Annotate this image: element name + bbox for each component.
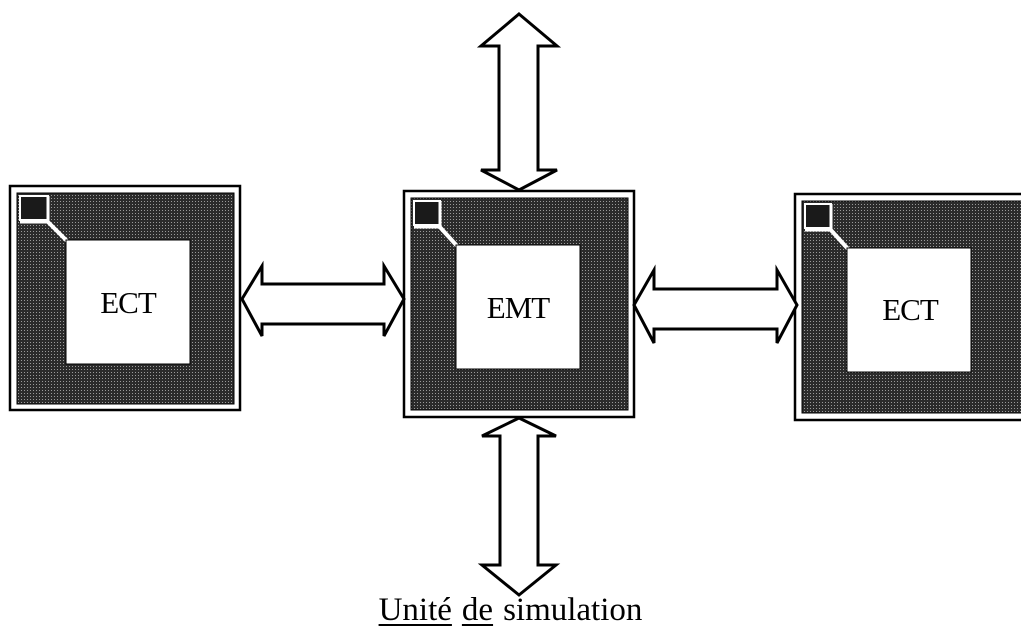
- chip-center: EMT: [402, 189, 636, 419]
- double-arrow-top: [476, 12, 562, 192]
- chip-label-center: EMT: [487, 290, 551, 325]
- double-arrow-bottom: [477, 416, 561, 597]
- chip-label-left: ECT: [100, 285, 157, 320]
- chip-label-right: ECT: [882, 292, 939, 327]
- caption-word-unite: Unité: [378, 592, 452, 628]
- double-arrow-left-center: [240, 260, 406, 337]
- caption-word-simulation: simulation: [503, 592, 643, 628]
- chip-left: ECT: [8, 184, 242, 412]
- double-arrow-center-right: [632, 264, 799, 344]
- caption-word-de: de: [461, 592, 494, 628]
- chip-right: ECT: [793, 192, 1021, 422]
